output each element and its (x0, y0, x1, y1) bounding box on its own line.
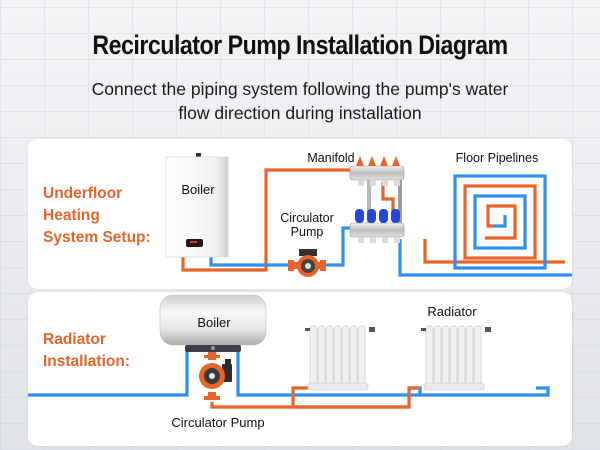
radiator-1 (305, 325, 375, 391)
radiator-2 (421, 325, 491, 391)
radiator-label: Radiator (427, 304, 477, 319)
hot-pipe-manifold-to-floor (423, 239, 565, 264)
radiator-diagram (28, 294, 550, 409)
circulator-pump-2 (199, 352, 232, 400)
cylinder-boiler (159, 294, 267, 352)
hot-pipe-to-radiator-2 (293, 386, 420, 409)
radiator-installation-panel: Radiator Installation: (28, 292, 572, 446)
underfloor-section-label: Underfloor Heating System Setup: (43, 183, 151, 249)
manifold-return-caps (355, 209, 400, 243)
manifold (349, 156, 405, 243)
wall-boiler (165, 153, 229, 258)
underfloor-label-line-1: Underfloor (43, 185, 123, 202)
underfloor-label-line-3: System Setup: (43, 229, 151, 246)
floor-pipe-orange-ring (463, 184, 537, 260)
manifold-supply-caps (356, 156, 400, 186)
cold-pipe-left-inlet (28, 350, 189, 397)
radiator-label-line-1: Radiator (43, 331, 106, 348)
radiator-label-line-2: Installation: (43, 353, 130, 370)
floor-pipe-blue-outer (453, 174, 547, 270)
boiler-label-2: Boiler (197, 315, 231, 330)
pump-label-line-2: Pump (290, 225, 324, 239)
subtitle-line-1: Connect the piping system following the … (91, 79, 509, 99)
manifold-label: Manifold (307, 151, 355, 165)
circulator-pump-label-1: Circulator Pump (268, 211, 346, 239)
page-title: Recirculator Pump Installation Diagram (92, 30, 508, 60)
page-subtitle: Connect the piping system following the … (0, 77, 600, 125)
cold-pipe-return (236, 350, 550, 397)
cold-pipe-manifold-to-floor (398, 239, 572, 277)
floor-pipe-blue-ring (473, 194, 527, 250)
floor-pipe-blue-center (494, 215, 507, 228)
floor-pipe-orange-center (485, 204, 517, 240)
underfloor-diagram (165, 153, 572, 277)
radiator-section-label: Radiator Installation: (43, 329, 130, 373)
circulator-pump-label-2: Circulator Pump (171, 415, 265, 430)
manifold-internal-pipe (381, 182, 395, 217)
hot-pipe-radiator-1 (291, 386, 308, 407)
underfloor-heating-panel: Underfloor Heating System Setup: (28, 139, 572, 289)
hot-pipe-boiler-to-manifold (181, 168, 354, 272)
floor-pipelines-spiral (453, 174, 547, 270)
underfloor-label-line-2: Heating (43, 207, 100, 224)
boiler-label-1: Boiler (181, 182, 215, 197)
pump-label-line-1: Circulator (280, 211, 334, 225)
floor-pipelines-label: Floor Pipelines (455, 151, 539, 165)
cold-pipe-boiler-to-pump (209, 257, 290, 267)
subtitle-line-2: flow direction during installation (178, 103, 422, 123)
circulator-pump-1 (288, 249, 326, 277)
